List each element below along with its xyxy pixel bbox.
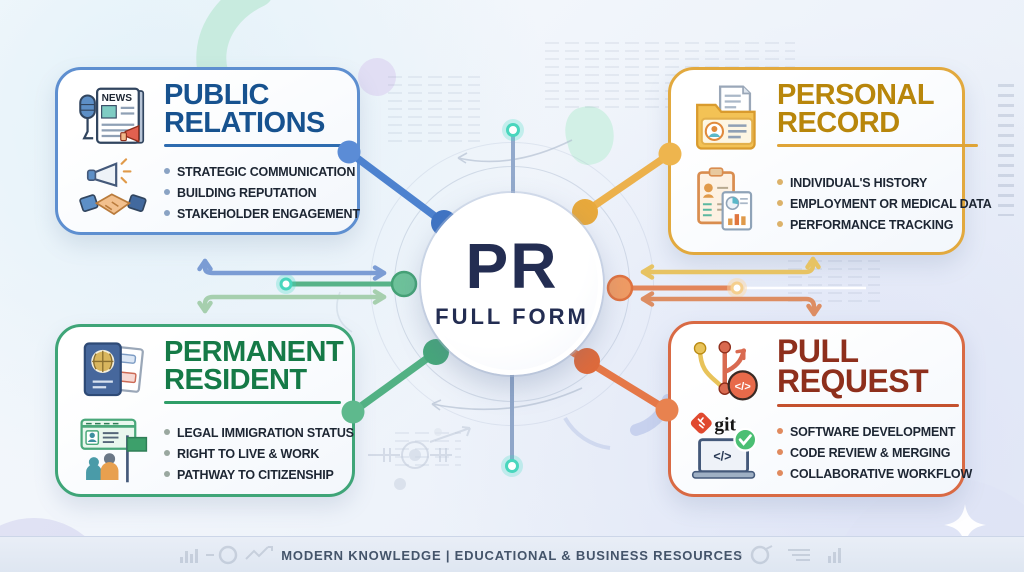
bullet-item: COLLABORATIVE WORKFLOW [777, 466, 980, 481]
git-laptop-icon: git </> [683, 410, 771, 490]
bullet-dot [164, 168, 170, 174]
data-noise-decoration [388, 76, 480, 142]
bullet-item: INDIVIDUAL'S HISTORY [777, 175, 1000, 190]
bullet-dot [164, 189, 170, 195]
bullet-item: PATHWAY TO CITIZENSHIP [164, 467, 361, 482]
bullet-item: CODE REVIEW & MERGING [777, 445, 980, 460]
bullet-dot [777, 470, 783, 476]
data-noise-decoration [998, 84, 1014, 216]
arc-decoration [563, 416, 611, 450]
card-header: PERSONAL RECORD [777, 79, 1000, 160]
card-title: PULL REQUEST [777, 333, 929, 400]
bullet-item: EMPLOYMENT OR MEDICAL DATA [777, 196, 1000, 211]
bullet-dot [164, 210, 170, 216]
bullet-item: STRATEGIC COMMUNICATION [164, 164, 367, 179]
center-subtitle: FULL FORM [435, 303, 589, 329]
megaphone-handshake-icon [70, 154, 158, 226]
sparkle-icon [944, 504, 986, 546]
footer-bar: MODERN KNOWLEDGE | EDUCATIONAL & BUSINES… [0, 536, 1024, 572]
card-personal-record: PERSONAL RECORD INDIVIDUAL'S HISTORY [668, 67, 992, 255]
clipboard-chart-icon [683, 160, 771, 242]
card-header: PERMANENT RESIDENT [164, 336, 361, 413]
title-divider [777, 144, 978, 148]
title-divider [164, 144, 348, 148]
card-public-relations: NEWS PUBLIC RELATIONS [55, 67, 360, 235]
bullet-item: SOFTWARE DEVELOPMENT [777, 424, 980, 439]
bullet-item: RIGHT TO LIVE & WORK [164, 446, 361, 461]
card-title: PUBLIC RELATIONS [164, 79, 325, 139]
center-circle: PR FULL FORM [421, 193, 603, 375]
microphone-newspaper-icon: NEWS [70, 82, 158, 154]
title-divider [164, 401, 342, 405]
git-branch-icon: </> [683, 336, 771, 410]
bullet-item: PERFORMANCE TRACKING [777, 217, 1000, 232]
lavender-dot-shape [358, 58, 396, 96]
data-noise-decoration [395, 432, 461, 468]
card-bullets: LEGAL IMMIGRATION STATUS RIGHT TO LIVE &… [164, 413, 361, 489]
folder-document-icon [683, 82, 771, 160]
bullet-dot [164, 450, 170, 456]
git-label: git [714, 415, 736, 436]
card-permanent-resident: PERMANENT RESIDENT LEGAL IMMIGRATION [55, 324, 355, 497]
footer-right-icons [734, 545, 841, 565]
data-noise-decoration [788, 252, 880, 308]
bullet-dot [777, 179, 783, 185]
news-label: NEWS [102, 93, 133, 104]
bullet-dot [164, 471, 170, 477]
bullet-dot [777, 428, 783, 434]
card-pull-request: </> PULL REQUEST git </> SOFTWARE DEVELO… [668, 321, 972, 497]
footer-left-icons [180, 545, 273, 565]
bullet-dot [164, 429, 170, 435]
card-bullets: STRATEGIC COMMUNICATION BUILDING REPUTAT… [164, 154, 367, 226]
card-title: PERSONAL RECORD [777, 79, 934, 139]
center-acronym: PR [465, 230, 559, 303]
bullet-item: BUILDING REPUTATION [164, 185, 367, 200]
card-title: PERMANENT RESIDENT [164, 336, 344, 396]
card-bullets: SOFTWARE DEVELOPMENT CODE REVIEW & MERGI… [777, 410, 980, 490]
green-flow-arrow [197, 289, 387, 314]
bullet-dot [777, 449, 783, 455]
bullet-item: LEGAL IMMIGRATION STATUS [164, 425, 361, 440]
card-header: PULL REQUEST [777, 333, 980, 410]
title-divider [777, 403, 960, 407]
arc-decoration [630, 394, 674, 436]
blue-flow-arrow [197, 258, 387, 281]
bullet-item: STAKEHOLDER ENGAGEMENT [164, 206, 367, 221]
residents-flag-icon [70, 413, 158, 489]
bullet-dot [777, 200, 783, 206]
bullet-dot [777, 221, 783, 227]
code-badge-label: </> [735, 381, 752, 393]
laptop-screen-code: </> [713, 449, 731, 463]
passport-icon [70, 339, 158, 413]
card-bullets: INDIVIDUAL'S HISTORY EMPLOYMENT OR MEDIC… [777, 160, 1000, 242]
card-header: PUBLIC RELATIONS [164, 79, 367, 154]
footer-text: MODERN KNOWLEDGE | EDUCATIONAL & BUSINES… [281, 547, 743, 563]
